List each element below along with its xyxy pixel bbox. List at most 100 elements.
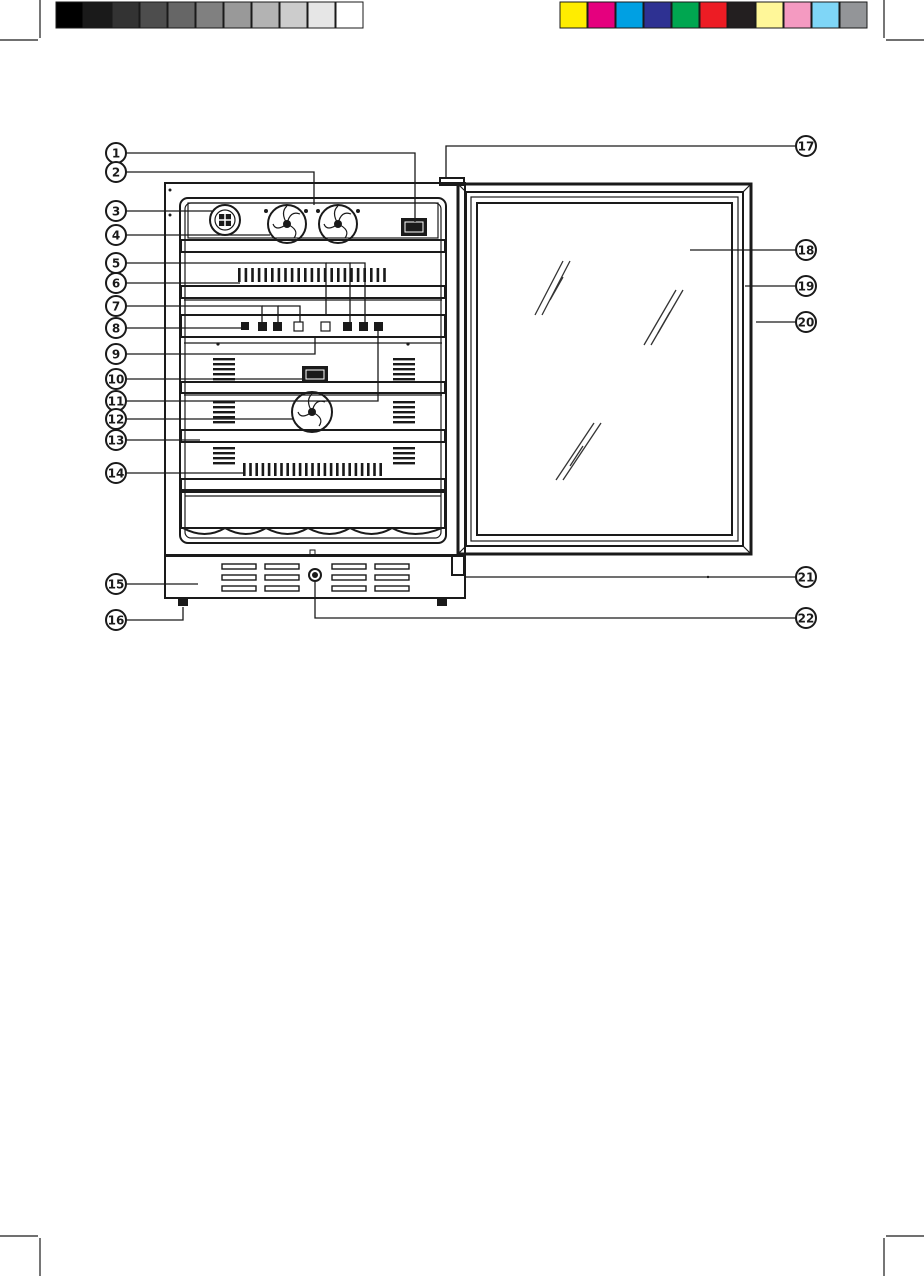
gray-swatch (336, 2, 363, 28)
callout-8: 8 (106, 318, 126, 338)
callout-14: 14 (106, 463, 126, 483)
bottom-hinge (452, 555, 464, 575)
callout-22: 22 (796, 608, 816, 628)
color-swatch (644, 2, 671, 28)
callout-10: 10 (106, 369, 126, 389)
callout-3: 3 (106, 201, 126, 221)
svg-text:22: 22 (798, 612, 815, 626)
fan-right-icon (319, 205, 357, 243)
color-swatch (756, 2, 783, 28)
svg-text:19: 19 (798, 280, 815, 294)
door-lock-icon (309, 569, 321, 581)
glass-pane (477, 203, 732, 535)
svg-text:6: 6 (112, 277, 120, 291)
gray-swatch (84, 2, 111, 28)
svg-text:11: 11 (108, 395, 125, 409)
shelf-2 (181, 286, 445, 298)
callout-20: 20 (796, 312, 816, 332)
svg-text:20: 20 (798, 316, 815, 330)
zone1-up-button-icon (258, 322, 267, 331)
gray-swatch (112, 2, 139, 28)
callout-12: 12 (106, 409, 126, 429)
door-gasket (471, 197, 738, 541)
gray-swatch (252, 2, 279, 28)
interior-light-icon (210, 205, 240, 235)
callout-15: 15 (106, 574, 126, 594)
callout-9: 9 (106, 344, 126, 364)
callout-1: 1 (106, 143, 126, 163)
callout-18: 18 (796, 240, 816, 260)
svg-text:2: 2 (112, 166, 120, 180)
callout-2: 2 (106, 162, 126, 182)
callout-7: 7 (106, 296, 126, 316)
gray-swatch (308, 2, 335, 28)
lower-fan-icon (292, 392, 332, 432)
svg-text:1: 1 (112, 147, 120, 161)
gray-swatch (56, 2, 83, 28)
svg-text:14: 14 (108, 467, 125, 481)
svg-text:8: 8 (112, 322, 120, 336)
leveling-foot-right (437, 598, 447, 606)
svg-text:7: 7 (112, 300, 120, 314)
svg-text:4: 4 (112, 229, 120, 243)
color-swatch (672, 2, 699, 28)
upper-evaporator-grille (238, 268, 386, 282)
color-calibration-strip (560, 2, 867, 28)
zone2-display-icon (321, 322, 330, 331)
zone2-down-button-icon (359, 322, 368, 331)
gray-swatch (140, 2, 167, 28)
control-panel-strip (181, 315, 445, 337)
gray-swatch (224, 2, 251, 28)
zone1-display-icon (294, 322, 303, 331)
bottle-rack (181, 492, 445, 534)
svg-text:5: 5 (112, 257, 120, 271)
light-button-icon (241, 322, 249, 330)
svg-text:17: 17 (798, 140, 815, 154)
gray-swatch (280, 2, 307, 28)
control-buttons (241, 322, 383, 331)
callout-19: 19 (796, 276, 816, 296)
svg-text:13: 13 (108, 434, 125, 448)
power-button-icon (374, 322, 383, 331)
color-swatch (728, 2, 755, 28)
leveling-foot-left (178, 598, 188, 606)
callout-16: 16 (106, 610, 126, 630)
glass-door (458, 184, 751, 554)
gray-swatch (168, 2, 195, 28)
color-swatch (784, 2, 811, 28)
svg-text:15: 15 (108, 578, 125, 592)
svg-text:10: 10 (108, 373, 125, 387)
lower-evaporator-grille (243, 463, 382, 476)
gray-swatch (196, 2, 223, 28)
svg-text:9: 9 (112, 348, 120, 362)
shelf-1 (181, 240, 445, 252)
door-frame-outer (458, 184, 751, 554)
svg-text:3: 3 (112, 205, 120, 219)
glass-reflection-marks (535, 261, 683, 480)
callout-21: 21 (796, 567, 816, 587)
color-swatch (616, 2, 643, 28)
svg-text:21: 21 (798, 571, 815, 585)
callout-5: 5 (106, 253, 126, 273)
grayscale-calibration-strip (56, 2, 363, 28)
color-swatch (560, 2, 587, 28)
fan-housing (188, 203, 438, 243)
callout-17: 17 (796, 136, 816, 156)
callout-6: 6 (106, 273, 126, 293)
color-swatch (840, 2, 867, 28)
door-frame-inner (466, 192, 743, 546)
svg-text:16: 16 (108, 614, 125, 628)
callout-13: 13 (106, 430, 126, 450)
color-swatch (812, 2, 839, 28)
fan-left-icon (268, 205, 306, 243)
svg-text:12: 12 (108, 413, 125, 427)
color-swatch (588, 2, 615, 28)
color-swatch (700, 2, 727, 28)
shelf-5 (181, 479, 445, 490)
zone1-down-button-icon (273, 322, 282, 331)
zone2-up-button-icon (343, 322, 352, 331)
callout-4: 4 (106, 225, 126, 245)
svg-text:18: 18 (798, 244, 815, 258)
